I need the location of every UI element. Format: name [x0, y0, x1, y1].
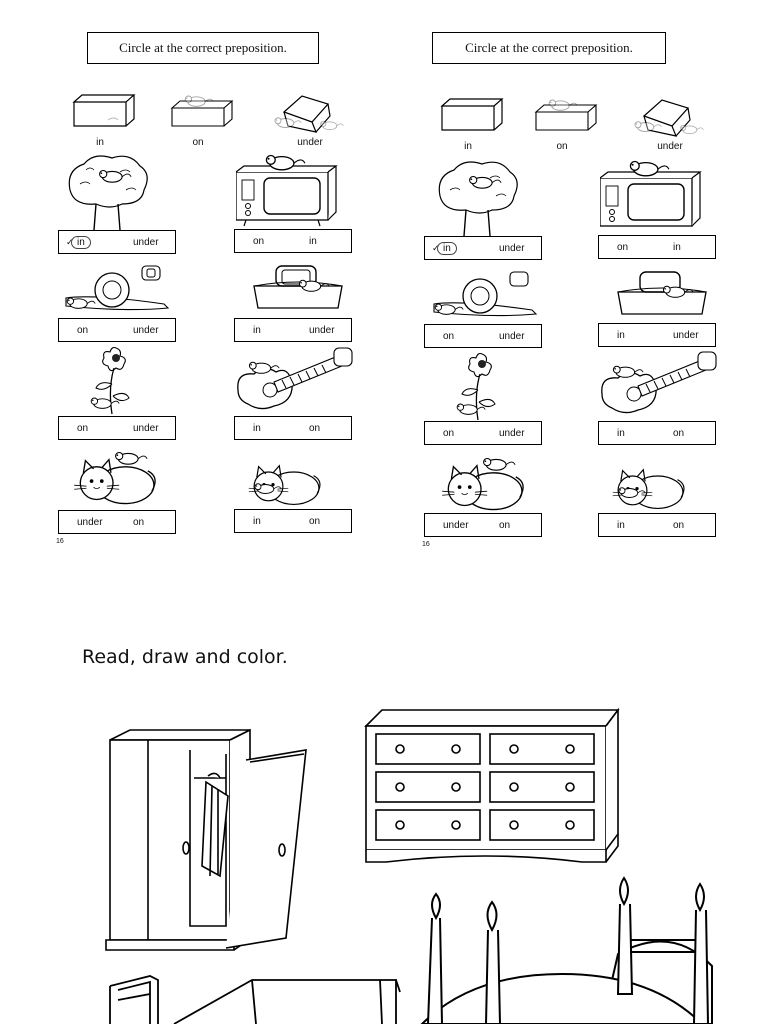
- answer-box-6[interactable]: in on: [234, 416, 352, 440]
- picture-mouse-on-tv: [600, 156, 718, 242]
- option-under[interactable]: under: [133, 236, 159, 248]
- option-in[interactable]: in: [71, 235, 91, 249]
- option-in[interactable]: in: [253, 324, 261, 336]
- option-on[interactable]: on: [253, 235, 265, 247]
- option-on[interactable]: on: [309, 422, 321, 434]
- key-in: in: [68, 92, 148, 148]
- option-on[interactable]: on: [443, 427, 455, 439]
- key-in: in: [436, 96, 516, 152]
- answer-box-5[interactable]: on under: [424, 421, 542, 445]
- key-under: under: [628, 96, 708, 152]
- picture-mouse-in-tree: [430, 156, 548, 242]
- option-under[interactable]: under: [499, 427, 525, 439]
- option-in[interactable]: in: [253, 515, 261, 527]
- option-in[interactable]: in: [309, 235, 317, 247]
- option-on[interactable]: on: [77, 422, 89, 434]
- box-on-icon: [534, 99, 598, 131]
- picture-mouse-under-snail: [64, 264, 182, 350]
- option-on[interactable]: on: [309, 515, 321, 527]
- key-label-under: under: [297, 137, 323, 148]
- key-label-in: in: [96, 137, 104, 148]
- wardrobe-drawing: [105, 728, 307, 951]
- answer-box-1[interactable]: ✓ in under: [58, 230, 176, 254]
- box-on-icon: [170, 95, 234, 127]
- box-in-icon: [440, 98, 504, 131]
- answer-box-5[interactable]: on under: [58, 416, 176, 440]
- option-in[interactable]: in: [617, 329, 625, 341]
- option-under[interactable]: under: [77, 516, 103, 528]
- check-mark: ✓: [66, 236, 74, 247]
- instruction-box: Circle at the correct preposition.: [432, 32, 666, 64]
- option-under[interactable]: under: [133, 324, 159, 336]
- option-under[interactable]: under: [673, 329, 699, 341]
- answer-box-1[interactable]: ✓ in under: [424, 236, 542, 260]
- key-on: on: [530, 96, 610, 152]
- desk-drawing: [173, 979, 401, 1024]
- option-in[interactable]: in: [437, 241, 457, 255]
- option-under[interactable]: under: [133, 422, 159, 434]
- box-under-icon: [274, 95, 344, 133]
- instruction-text: Circle at the correct preposition.: [465, 40, 633, 55]
- key-under: under: [268, 92, 348, 148]
- answer-box-4[interactable]: in under: [234, 318, 352, 342]
- option-under[interactable]: under: [309, 324, 335, 336]
- key-label-on: on: [556, 141, 568, 152]
- chair-drawing: [109, 975, 159, 1024]
- answer-box-4[interactable]: in under: [598, 323, 716, 347]
- picture-mouse-in-guitar: [598, 350, 717, 436]
- key-label-on: on: [192, 137, 204, 148]
- option-in[interactable]: in: [617, 427, 625, 439]
- option-under[interactable]: under: [499, 242, 525, 254]
- option-in[interactable]: in: [673, 241, 681, 253]
- answer-box-2[interactable]: on in: [598, 235, 716, 259]
- answer-box-2[interactable]: on in: [234, 229, 352, 253]
- option-under[interactable]: under: [443, 519, 469, 531]
- picture-mouse-in-tree: [60, 150, 178, 236]
- answer-box-3[interactable]: on under: [424, 324, 542, 348]
- bed-drawing: [420, 876, 713, 1024]
- option-on[interactable]: on: [673, 427, 685, 439]
- answer-box-8[interactable]: in on: [234, 509, 352, 533]
- check-mark: ✓: [432, 242, 440, 253]
- box-in-icon: [72, 94, 136, 127]
- picture-mouse-on-flower: [78, 344, 196, 430]
- option-under[interactable]: under: [499, 330, 525, 342]
- preposition-key: in on under: [432, 96, 732, 152]
- picture-mouse-on-tv: [236, 150, 354, 236]
- picture-mouse-in-guitar: [234, 346, 353, 432]
- key-on: on: [166, 92, 246, 148]
- answer-box-3[interactable]: on under: [58, 318, 176, 342]
- worksheet-left: Circle at the correct preposition. in on…: [52, 0, 382, 560]
- box-under-icon: [634, 99, 704, 137]
- answer-box-7[interactable]: under on: [58, 510, 176, 534]
- option-on[interactable]: on: [77, 324, 89, 336]
- answer-box-8[interactable]: in on: [598, 513, 716, 537]
- key-label-under: under: [657, 141, 683, 152]
- option-on[interactable]: on: [133, 516, 145, 528]
- option-on[interactable]: on: [499, 519, 511, 531]
- instruction-box: Circle at the correct preposition.: [87, 32, 319, 64]
- dresser-drawing: [364, 707, 620, 863]
- instruction-text: Circle at the correct preposition.: [119, 40, 287, 55]
- picture-mouse-in-bag: [250, 262, 368, 348]
- picture-mouse-on-flower: [444, 350, 562, 436]
- preposition-key: in on under: [60, 92, 360, 148]
- option-on[interactable]: on: [443, 330, 455, 342]
- worksheet-right: Circle at the correct preposition. in on…: [418, 0, 748, 560]
- option-on[interactable]: on: [673, 519, 685, 531]
- option-in[interactable]: in: [253, 422, 261, 434]
- picture-mouse-in-bag: [614, 268, 732, 354]
- page-number: 16: [56, 538, 64, 545]
- key-label-in: in: [464, 141, 472, 152]
- picture-mouse-under-snail: [432, 270, 550, 356]
- read-draw-color-heading: Read, draw and color.: [82, 646, 288, 668]
- option-in[interactable]: in: [617, 519, 625, 531]
- answer-box-6[interactable]: in on: [598, 421, 716, 445]
- answer-box-7[interactable]: under on: [424, 513, 542, 537]
- option-on[interactable]: on: [617, 241, 629, 253]
- page-number: 16: [422, 541, 430, 548]
